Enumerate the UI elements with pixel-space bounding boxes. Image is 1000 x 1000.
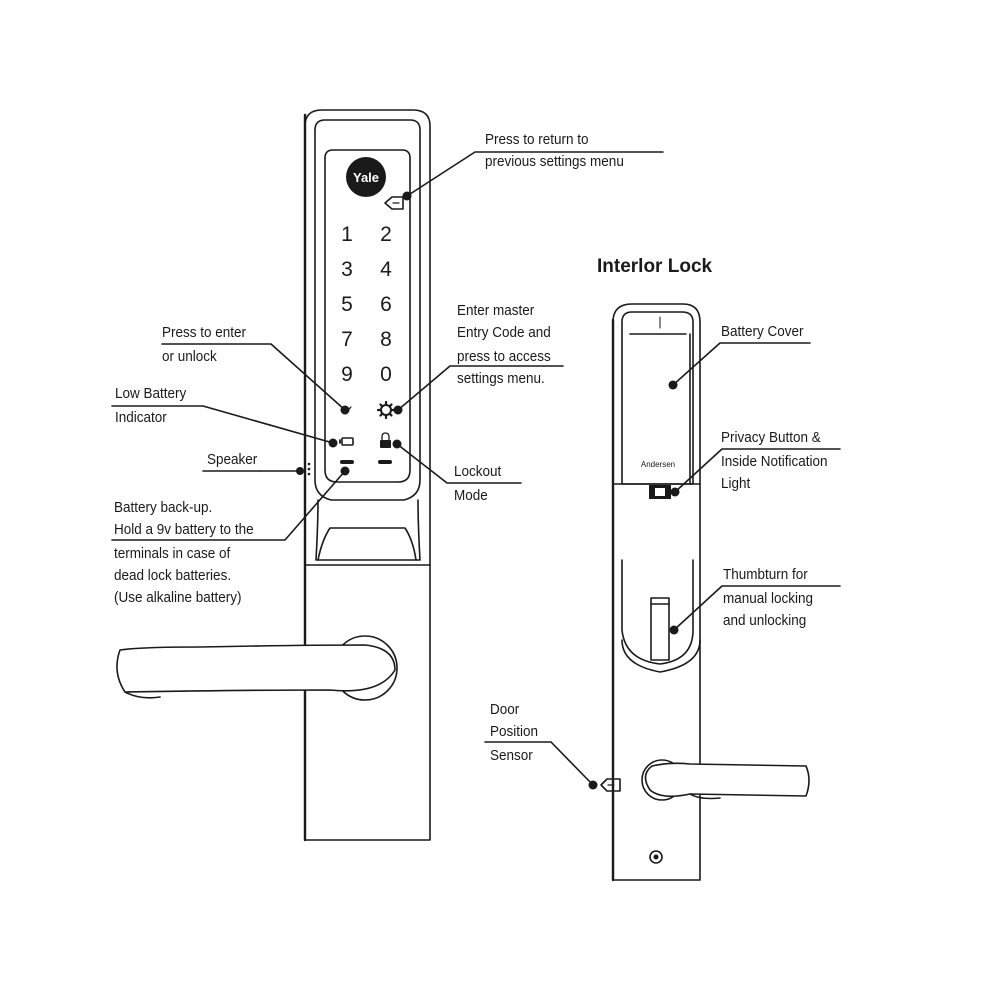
key-0[interactable]: 0 — [380, 363, 392, 386]
label-thumbturn: Thumbturn for manual locking and unlocki… — [723, 566, 814, 629]
key-3[interactable]: 3 — [341, 258, 353, 281]
leader-battery-cover — [672, 342, 811, 386]
door-position-sensor — [600, 778, 621, 792]
label-lockout: Lockout Mode — [454, 463, 502, 504]
label-low-battery: Low Battery Indicator — [115, 385, 187, 426]
exterior-handle[interactable] — [116, 635, 398, 701]
yale-logo-text: Yale — [353, 170, 379, 185]
leader-master-code — [397, 365, 564, 411]
andersen-logo: Andersen — [641, 460, 675, 469]
leader-return — [406, 151, 664, 197]
keypad-panel — [324, 149, 411, 483]
interior-handle[interactable] — [641, 759, 810, 801]
exterior-lock-inner-outline — [314, 119, 421, 501]
yale-logo — [346, 157, 386, 197]
battery-terminal-left — [340, 460, 354, 464]
exterior-neck — [315, 499, 421, 561]
exterior-lock: Yale 1 2 3 4 5 6 7 8 9 0 ✓ — [116, 109, 431, 842]
key-7[interactable]: 7 — [341, 328, 353, 351]
label-master-code: Enter master Entry Code and press to acc… — [457, 302, 551, 387]
label-enter-unlock: Press to enter or unlock — [162, 324, 247, 365]
key-cylinder — [649, 850, 663, 864]
leader-privacy — [674, 448, 841, 493]
thumbturn-recess — [621, 559, 694, 665]
key-5[interactable]: 5 — [341, 293, 353, 316]
key-4[interactable]: 4 — [380, 258, 392, 281]
interior-lock: Andersen — [600, 303, 810, 882]
callout-leaders — [111, 151, 841, 786]
label-door-sensor: Door Position Sensor — [490, 701, 539, 764]
interior-lock-title: Interlor Lock — [597, 256, 713, 277]
label-battery-cover: Battery Cover — [721, 323, 804, 340]
exterior-lock-body — [304, 109, 431, 841]
battery-terminal-right — [378, 460, 392, 464]
key-8[interactable]: 8 — [380, 328, 392, 351]
thumbturn[interactable] — [650, 597, 670, 661]
battery-icon — [339, 437, 354, 446]
gear-icon[interactable] — [376, 400, 396, 420]
privacy-button[interactable] — [649, 485, 671, 499]
label-speaker: Speaker — [207, 451, 258, 468]
leader-backup — [111, 470, 346, 541]
key-1[interactable]: 1 — [341, 223, 353, 246]
leader-low-battery — [111, 405, 334, 444]
back-arrow-icon[interactable] — [384, 196, 404, 210]
speaker-holes — [307, 462, 311, 476]
leader-door-sensor — [484, 741, 594, 786]
callout-dots — [296, 191, 680, 790]
battery-cover[interactable] — [621, 311, 694, 485]
label-return: Press to return to previous settings men… — [485, 131, 624, 170]
interior-lock-body — [612, 303, 701, 881]
leader-thumbturn — [673, 585, 841, 631]
padlock-icon — [380, 432, 391, 448]
key-9[interactable]: 9 — [341, 363, 353, 386]
label-backup: Battery back-up. Hold a 9v battery to th… — [114, 499, 254, 606]
key-2[interactable]: 2 — [380, 223, 392, 246]
key-6[interactable]: 6 — [380, 293, 392, 316]
label-privacy: Privacy Button & Inside Notification Lig… — [721, 429, 828, 492]
leader-enter-unlock — [161, 343, 346, 411]
leader-lockout — [396, 443, 522, 484]
keypad-keys: 1 2 3 4 5 6 7 8 9 0 — [341, 223, 392, 386]
